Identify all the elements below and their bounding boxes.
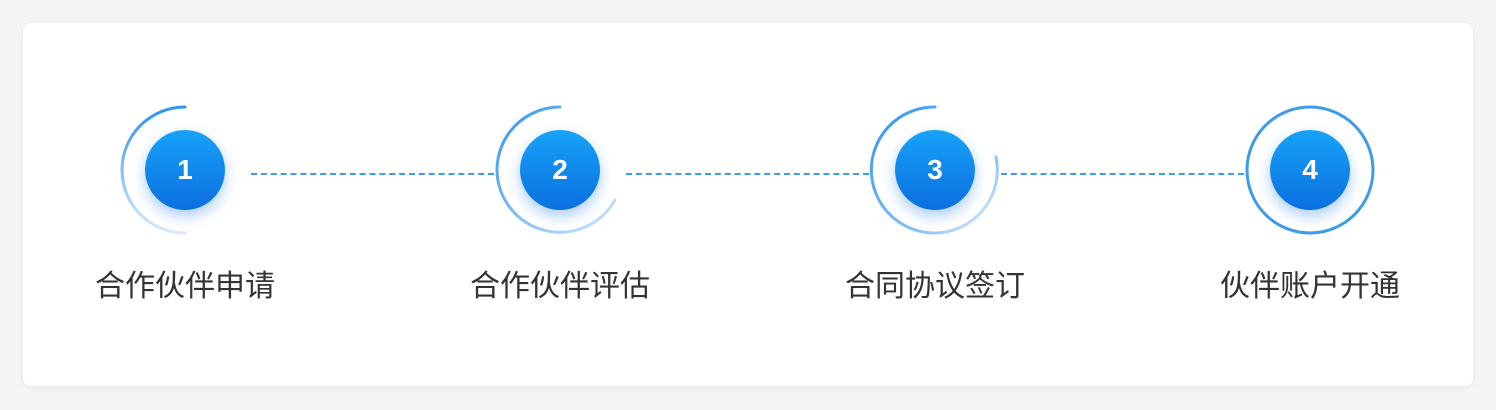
step-number-2: 2: [520, 130, 600, 210]
step-label-4: 伙伴账户开通: [1220, 269, 1400, 304]
step-number-3: 3: [895, 130, 975, 210]
connector-line-1: [251, 173, 494, 175]
ring-arc-icon: [120, 105, 187, 235]
ring-arc-icon: [495, 105, 617, 234]
ring-arc-icon: [869, 105, 999, 235]
step-number-1: 1: [145, 130, 225, 210]
step-label-3: 合同协议签订: [845, 269, 1025, 304]
connector-line-2: [626, 173, 869, 175]
step-3: 3 合同协议签订: [805, 23, 1065, 386]
progress-ring-3: 3: [869, 105, 1000, 235]
step-number-4: 4: [1270, 130, 1350, 210]
ring-full-icon: [1245, 105, 1375, 235]
progress-ring-2: 2: [495, 105, 625, 235]
step-label-2: 合作伙伴评估: [470, 269, 650, 304]
connector-line-3: [1001, 173, 1244, 175]
process-card: 1 合作伙伴申请 2 合作伙伴评估: [23, 23, 1473, 386]
progress-ring-1: 1: [120, 105, 250, 235]
step-1: 1 合作伙伴申请: [55, 23, 315, 386]
step-label-1: 合作伙伴申请: [95, 269, 275, 304]
step-2: 2 合作伙伴评估: [430, 23, 690, 386]
progress-ring-4: 4: [1245, 105, 1375, 235]
step-4: 4 伙伴账户开通: [1180, 23, 1440, 386]
